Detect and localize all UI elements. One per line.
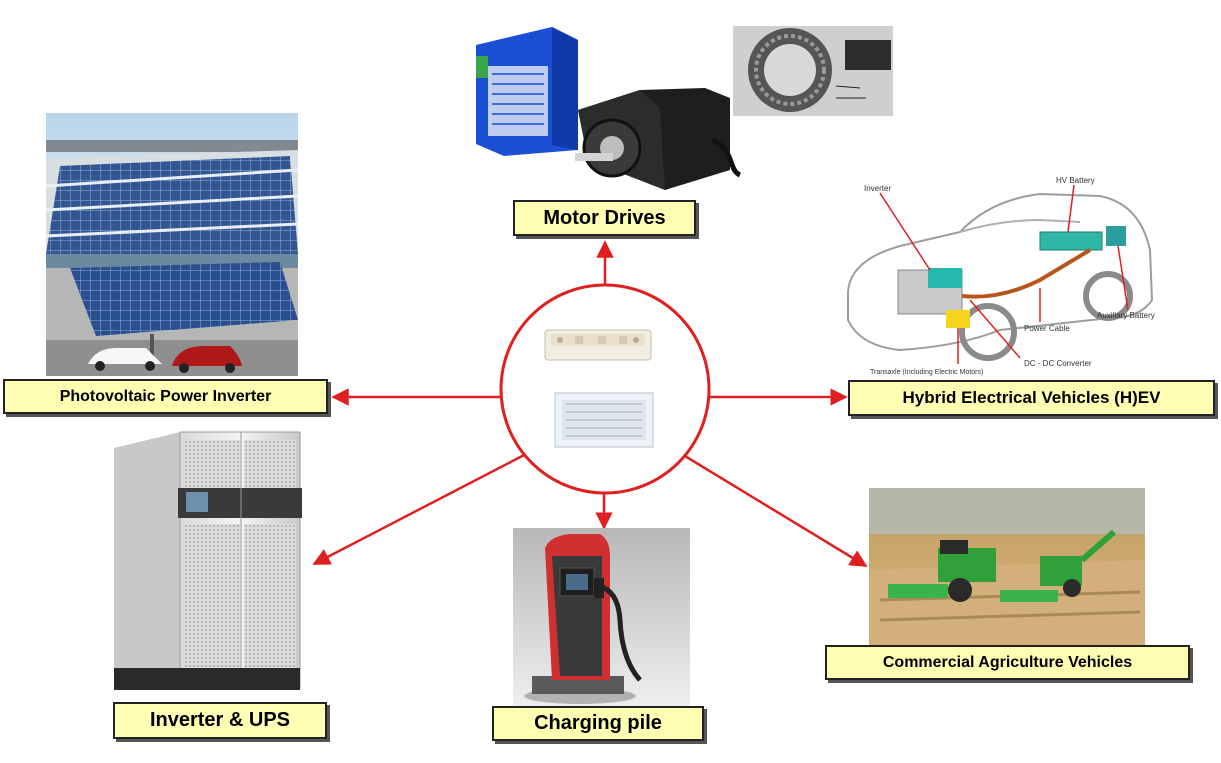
label-inverter-ups: Inverter & UPS [113, 702, 327, 739]
callout-dc-converter: DC - DC Converter [1024, 359, 1092, 368]
inverter-ups-cabinet-photo [114, 431, 302, 690]
solar-carport-photo [46, 254, 298, 376]
label-agriculture: Commercial Agriculture Vehicles [825, 645, 1190, 680]
motor-stator-photo [733, 26, 893, 116]
charging-pile-photo [513, 528, 690, 706]
car-hv-battery-icon [1039, 231, 1103, 251]
agriculture-vehicles-photo [869, 488, 1145, 645]
igbt-module-top-icon [544, 329, 652, 361]
label-charging-pile: Charging pile [492, 706, 704, 741]
solar-rooftop-photo [45, 113, 299, 254]
label-hev: Hybrid Electrical Vehicles (H)EV [848, 380, 1215, 416]
label-photovoltaic: Photovoltaic Power Inverter [3, 379, 328, 414]
arrow-agriculture [679, 451, 868, 568]
label-motor-drives: Motor Drives [513, 200, 696, 236]
callout-inverter: Inverter [864, 184, 891, 193]
arrows [312, 240, 868, 568]
motor-drive-photo [476, 27, 742, 190]
center-igbt-modules [499, 283, 711, 495]
callout-transaxle: Transaxle (Including Electric Motors) [870, 369, 983, 376]
igbt-module-bottom-icon [554, 392, 654, 448]
car-inverter-icon [928, 268, 962, 288]
arrow-inverter-ups [312, 451, 529, 566]
car-dc-converter-icon [946, 310, 970, 328]
hev-car-diagram: Inverter HV Battery Auxiliary Battery Po… [847, 176, 1155, 376]
car-aux-battery-icon [1106, 226, 1126, 246]
callout-power-cable: Power Cable [1024, 324, 1070, 333]
callout-hv-battery: HV Battery [1056, 176, 1095, 185]
callout-auxiliary-battery: Auxiliary Battery [1097, 311, 1155, 320]
